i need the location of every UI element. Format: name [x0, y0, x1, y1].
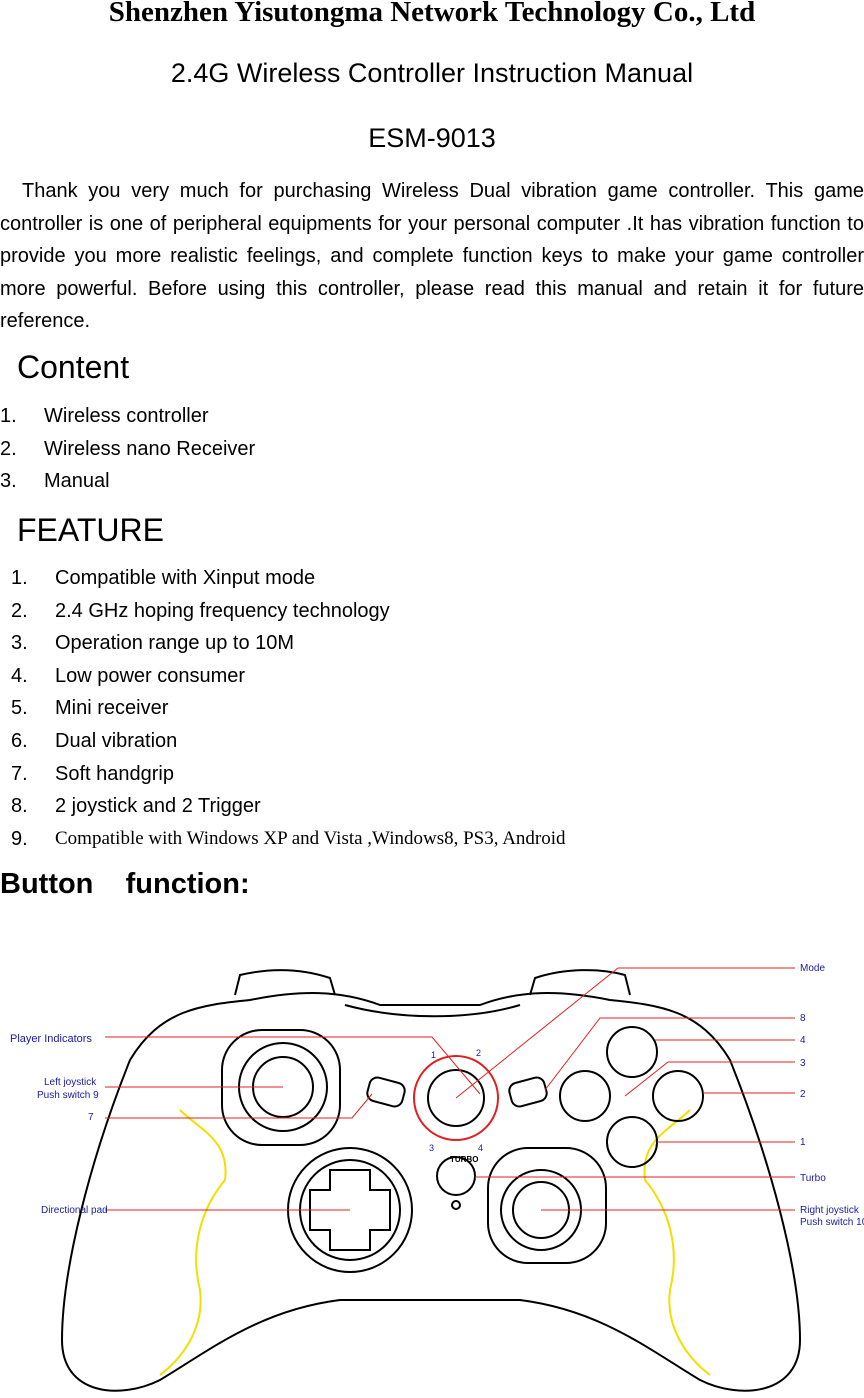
list-text: 2.4 GHz hoping frequency technology [55, 599, 390, 622]
right-grip-line [643, 1109, 711, 1376]
manual-title: 2.4G Wireless Controller Instruction Man… [170, 58, 694, 88]
turbo-button [436, 1156, 476, 1196]
label-push-switch-9: Push switch 9 [37, 1090, 99, 1101]
list-number: 4. [11, 664, 28, 687]
list-number: 5. [11, 697, 28, 720]
content-heading: Content [17, 349, 130, 385]
label-player-indicators: Player Indicators [10, 1033, 92, 1045]
start-button [508, 1076, 548, 1108]
label-left-joystick: Left joystick [44, 1077, 97, 1088]
body-outline [60, 992, 802, 1392]
button-function-heading: Button function: [0, 868, 250, 900]
back-button [366, 1076, 406, 1108]
list-number: 6. [11, 729, 28, 752]
indicator-4: 4 [478, 1143, 483, 1153]
list-number: 3. [11, 632, 28, 655]
list-text: Soft handgrip [55, 762, 174, 785]
list-number: 1. [0, 405, 17, 427]
list-number: 1. [11, 567, 28, 589]
mode-button [427, 1069, 485, 1127]
list-text: 2 joystick and 2 Trigger [55, 795, 261, 818]
label-8: 8 [800, 1013, 806, 1024]
feature-heading: FEATURE [17, 512, 164, 548]
list-text: Manual [44, 470, 110, 493]
leader-7 [105, 1093, 373, 1119]
controller-outline [60, 969, 802, 1392]
right-stick-housing [487, 1147, 607, 1264]
button-2 [652, 1070, 704, 1122]
center-ridge [344, 1004, 521, 1018]
label-1: 1 [800, 1137, 806, 1148]
list-text: Compatible with Xinput mode [55, 567, 316, 589]
list-number: 2. [11, 599, 28, 622]
button-4 [606, 1026, 658, 1078]
list-number: 7. [11, 762, 28, 785]
list-number: 9. [11, 827, 28, 850]
company-name: Shenzhen Yisutongma Network Technology C… [108, 0, 756, 28]
turbo-button-text: TURBO [450, 1155, 478, 1164]
leader-8 [544, 1017, 795, 1091]
led-dot [451, 1200, 461, 1210]
label-2: 2 [800, 1089, 806, 1100]
list-text: Mini receiver [55, 697, 169, 720]
label-mode: Mode [800, 963, 825, 974]
label-7: 7 [88, 1112, 94, 1123]
left-grip-line [159, 1109, 227, 1376]
label-3: 3 [800, 1058, 806, 1069]
indicator-3: 3 [429, 1143, 434, 1153]
list-number: 8. [11, 795, 28, 818]
list-text: Low power consumer [55, 664, 246, 687]
mode-button-ring [413, 1055, 499, 1141]
list-number: 3. [0, 470, 17, 493]
intro-paragraph: Thank you very much for purchasing Wirel… [0, 180, 864, 332]
leader-3 [624, 1061, 795, 1097]
label-right-joystick: Right joystick [800, 1205, 860, 1216]
list-text: Compatible with Windows XP and Vista ,Wi… [55, 827, 566, 849]
label-push-switch-10: Push switch 10 [800, 1217, 864, 1228]
model-number: ESM-9013 [368, 123, 496, 153]
directional-pad [309, 1169, 391, 1251]
list-text: Dual vibration [55, 729, 178, 752]
leader-lines [105, 967, 795, 1211]
list-text: Wireless controller [44, 405, 209, 427]
button-3 [559, 1070, 611, 1122]
indicator-2: 2 [476, 1048, 481, 1058]
list-text: Operation range up to 10M [55, 632, 295, 655]
right-bumper [529, 969, 631, 996]
left-bumper [234, 969, 336, 996]
leader-mode [455, 967, 795, 1099]
label-4: 4 [800, 1035, 806, 1046]
controller-diagram: TURBO 1 2 3 4 Player Indicators Left joy… [10, 963, 864, 1392]
leader-player-indicators [105, 1036, 481, 1095]
indicator-1: 1 [431, 1050, 436, 1060]
label-directional-pad: Directional pad [41, 1205, 108, 1216]
label-turbo: Turbo [800, 1173, 826, 1184]
list-text: Wireless nano Receiver [44, 437, 256, 460]
button-1 [606, 1116, 658, 1168]
list-number: 2. [0, 437, 17, 460]
